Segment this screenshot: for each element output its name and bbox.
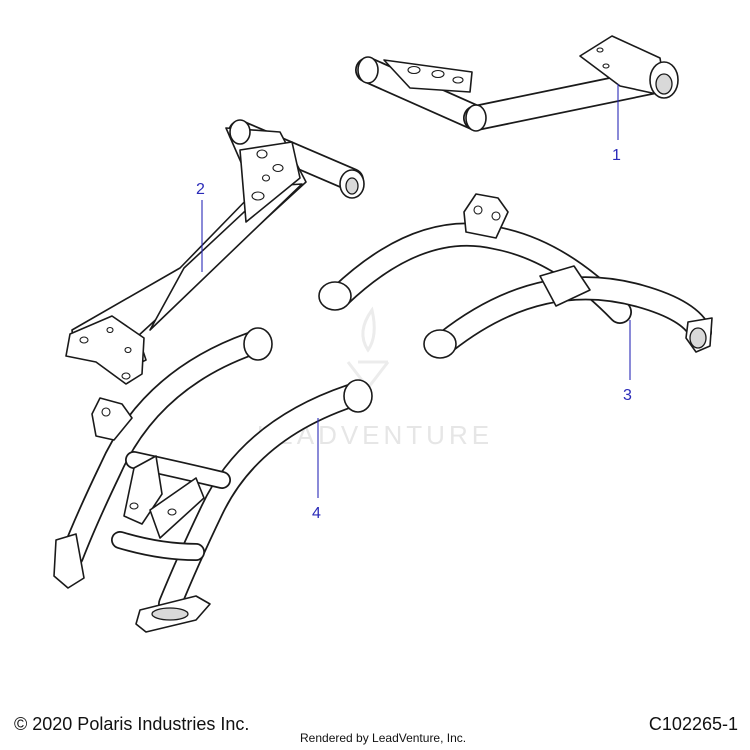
callout-4[interactable]: 4 [312,505,321,522]
copyright-text: © 2020 Polaris Industries Inc. [14,714,250,734]
callout-1[interactable]: 1 [612,147,621,164]
part-1-upper-arm [355,35,679,132]
part-2-upper-arm [65,119,365,385]
callout-2[interactable]: 2 [196,181,205,198]
part-3-lower-arm [318,193,713,359]
callout-3[interactable]: 3 [623,387,632,404]
diagram-id: C102265-1 [648,714,738,734]
part-4-lower-arm [53,327,373,633]
rendered-by-text: Rendered by LeadVenture, Inc. [300,731,467,745]
